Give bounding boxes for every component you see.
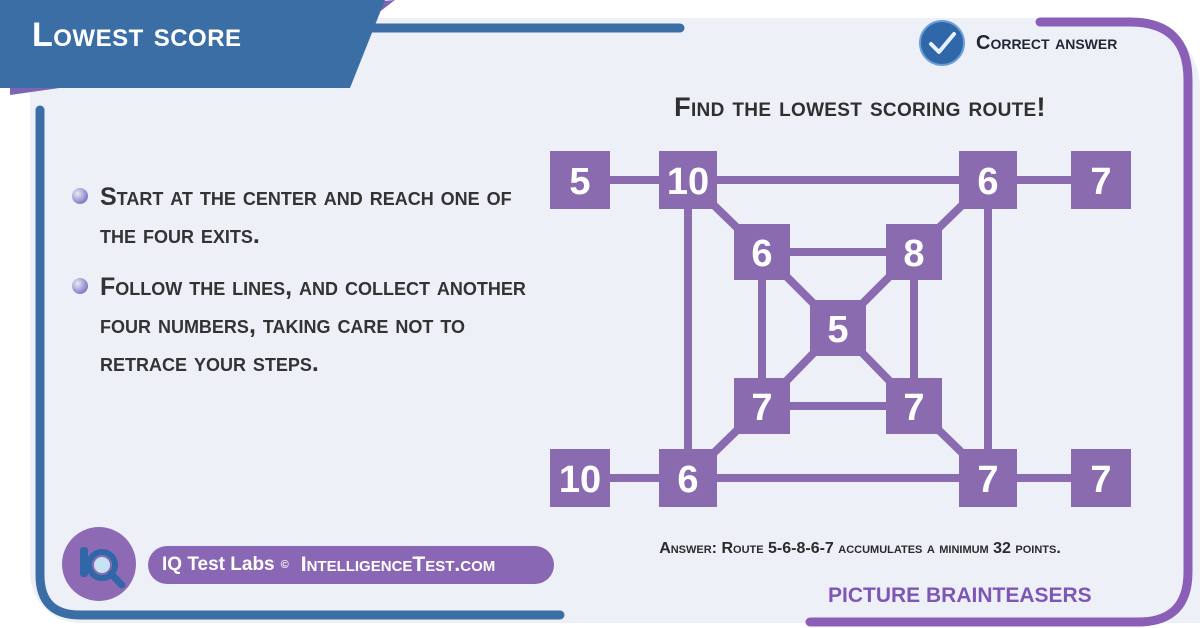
svg-text:5: 5 — [827, 309, 848, 351]
svg-text:6: 6 — [977, 161, 998, 203]
iq-logo[interactable] — [62, 527, 136, 601]
bullet-icon — [72, 188, 88, 204]
node-inner-top-right: 8 — [886, 224, 942, 280]
copyright-symbol: © — [280, 559, 289, 571]
card-background — [30, 18, 1200, 623]
svg-text:5: 5 — [569, 161, 590, 203]
node-inner-top-left: 6 — [734, 224, 790, 280]
instruction-text: Follow the lines, and collect another fo… — [100, 273, 526, 377]
instruction-text: Start at the center and reach one of the… — [100, 183, 512, 249]
svg-text:7: 7 — [903, 387, 924, 429]
node-outer-bottom-right: 7 — [959, 449, 1017, 507]
node-exit-bottom-left: 10 — [550, 449, 610, 507]
node-inner-bottom-left: 7 — [734, 378, 790, 434]
node-outer-top-left: 10 — [659, 151, 717, 209]
node-outer-top-right: 6 — [959, 151, 1017, 209]
category-label[interactable]: PICTURE BRAINTEASERS — [828, 584, 1092, 607]
svg-text:10: 10 — [667, 161, 709, 203]
company-name: IQ Test Labs — [162, 554, 275, 575]
bullet-icon — [72, 278, 88, 294]
svg-text:6: 6 — [751, 233, 772, 275]
svg-text:7: 7 — [977, 459, 998, 501]
correct-answer-badge[interactable]: Correct answer — [918, 18, 1117, 68]
route-puzzle: 5 10 6 7 6 8 5 7 7 10 6 7 — [550, 151, 1131, 507]
svg-text:7: 7 — [751, 387, 772, 429]
magnifier-icon — [80, 547, 126, 589]
brand-link[interactable]: IQ Test Labs © IntelligenceTest.com — [148, 546, 554, 584]
check-icon — [919, 20, 965, 66]
correct-answer-label: Correct answer — [976, 31, 1118, 54]
node-center: 5 — [810, 300, 866, 356]
svg-text:8: 8 — [903, 233, 924, 275]
node-exit-bottom-right: 7 — [1071, 449, 1131, 507]
svg-text:7: 7 — [1090, 459, 1111, 501]
instruction-item: Follow the lines, and collect another fo… — [72, 268, 552, 382]
instruction-item: Start at the center and reach one of the… — [72, 178, 552, 254]
instructions-list: Start at the center and reach one of the… — [72, 178, 552, 396]
node-exit-top-left: 5 — [550, 151, 610, 209]
site-name: IntelligenceTest.com — [300, 553, 496, 576]
node-exit-top-right: 7 — [1071, 151, 1131, 209]
node-inner-bottom-right: 7 — [886, 378, 942, 434]
node-outer-bottom-left: 6 — [659, 449, 717, 507]
page-title: Lowest score — [32, 16, 242, 54]
puzzle-heading: Find the lowest scoring route! — [674, 92, 1046, 122]
svg-text:6: 6 — [677, 459, 698, 501]
svg-text:7: 7 — [1090, 161, 1111, 203]
answer-text: Answer: Route 5-6-8-6-7 accumulates a mi… — [659, 540, 1061, 557]
svg-text:10: 10 — [559, 459, 601, 501]
